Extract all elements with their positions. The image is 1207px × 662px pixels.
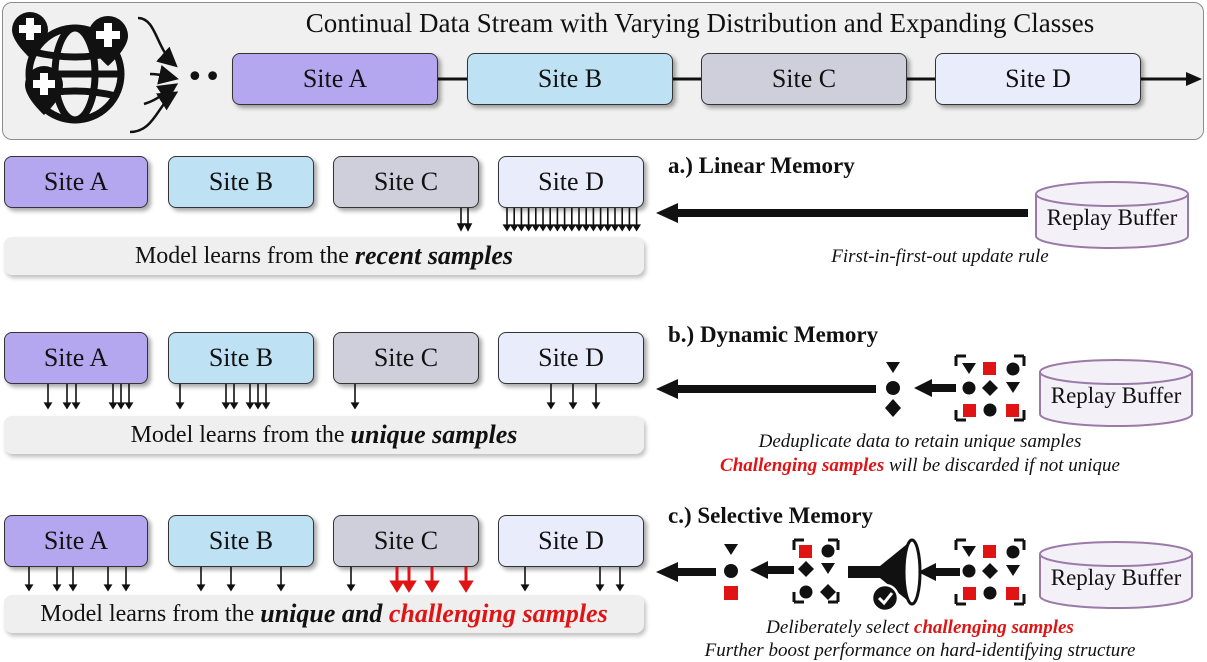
learn-emphasis: recent samples — [354, 241, 514, 270]
row-c-buffer-label: Replay Buffer — [1050, 565, 1182, 590]
row-b-site-c: Site C — [333, 332, 479, 384]
row-b-buffer-label: Replay Buffer — [1050, 383, 1182, 408]
row-a-site-a: Site A — [4, 156, 148, 208]
row-c-site-a: Site A — [4, 515, 148, 567]
row-c-site-b: Site B — [168, 515, 314, 567]
banner-site-d: Site D — [935, 53, 1141, 105]
globe-medical-pins-icon — [12, 12, 128, 124]
row-b-site-b: Site B — [168, 332, 314, 384]
learn-text: Model learns from the — [40, 600, 261, 627]
replay-buffer-cylinder-icon — [1039, 541, 1193, 609]
challenging-label: Challenging samples — [720, 455, 885, 476]
learn-text: Model learns from the — [130, 421, 351, 448]
funnel-selector-icon — [848, 538, 922, 613]
check-icon — [877, 592, 894, 606]
unique-samples-icon — [885, 362, 901, 417]
row-a-caption: First-in-first-out update rule — [831, 246, 1049, 267]
row-c-site-d: Site D — [498, 515, 644, 567]
heading-selective-memory: c.) Selective Memory — [668, 503, 873, 528]
medical-pin-icon — [12, 12, 48, 58]
replay-buffer-cylinder-icon — [1039, 359, 1193, 427]
learn-text: Model learns from the — [134, 242, 355, 269]
heading-linear-memory: a.) Linear Memory — [668, 153, 855, 178]
learn-emphasis: unique and — [260, 599, 389, 628]
banner-site-c: Site C — [701, 53, 907, 105]
learn-emphasis: unique samples — [350, 420, 518, 449]
banner-site-a: Site A — [232, 53, 438, 105]
row-a-site-c: Site C — [333, 156, 479, 208]
shape-samples-icon — [954, 538, 1026, 606]
banner-title: Continual Data Stream with Varying Distr… — [305, 8, 1095, 38]
row-b-site-d: Site D — [498, 332, 644, 384]
row-c-caption-2: Further boost performance on hard-identi… — [704, 640, 1136, 661]
row-a-learn-bar: Model learns from the recent samples — [4, 237, 644, 275]
row-b-site-a: Site A — [4, 332, 148, 384]
shape-samples-icon — [954, 354, 1026, 422]
replay-buffer-cylinder-icon — [1035, 181, 1189, 249]
row-b-learn-bar: Model learns from the unique samples — [4, 416, 644, 454]
challenging-label: challenging samples — [913, 617, 1074, 638]
row-a-buffer-label: Replay Buffer — [1046, 205, 1178, 230]
learn-emphasis-red: challenging samples — [388, 599, 608, 628]
row-c-site-c: Site C — [333, 515, 479, 567]
caption-rest: will be discarded if not unique — [884, 455, 1120, 476]
row-b-caption-1: Deduplicate data to retain unique sample… — [758, 431, 1082, 452]
banner-site-b: Site B — [467, 53, 673, 105]
row-b-caption-2: Challenging samples will be discarded if… — [680, 455, 1160, 477]
heading-dynamic-memory: b.) Dynamic Memory — [668, 322, 879, 347]
stream-arrows-icon — [129, 16, 179, 134]
row-c-learn-bar: Model learns from the unique and challen… — [4, 595, 644, 633]
caption-prefix: Deliberately select — [766, 617, 914, 638]
row-a-site-d: Site D — [498, 156, 644, 208]
stream-ellipsis: •• — [186, 60, 222, 95]
shape-samples-icon — [792, 538, 840, 604]
row-a-site-b: Site B — [168, 156, 314, 208]
row-c-caption-1: Deliberately select challenging samples — [700, 617, 1140, 639]
